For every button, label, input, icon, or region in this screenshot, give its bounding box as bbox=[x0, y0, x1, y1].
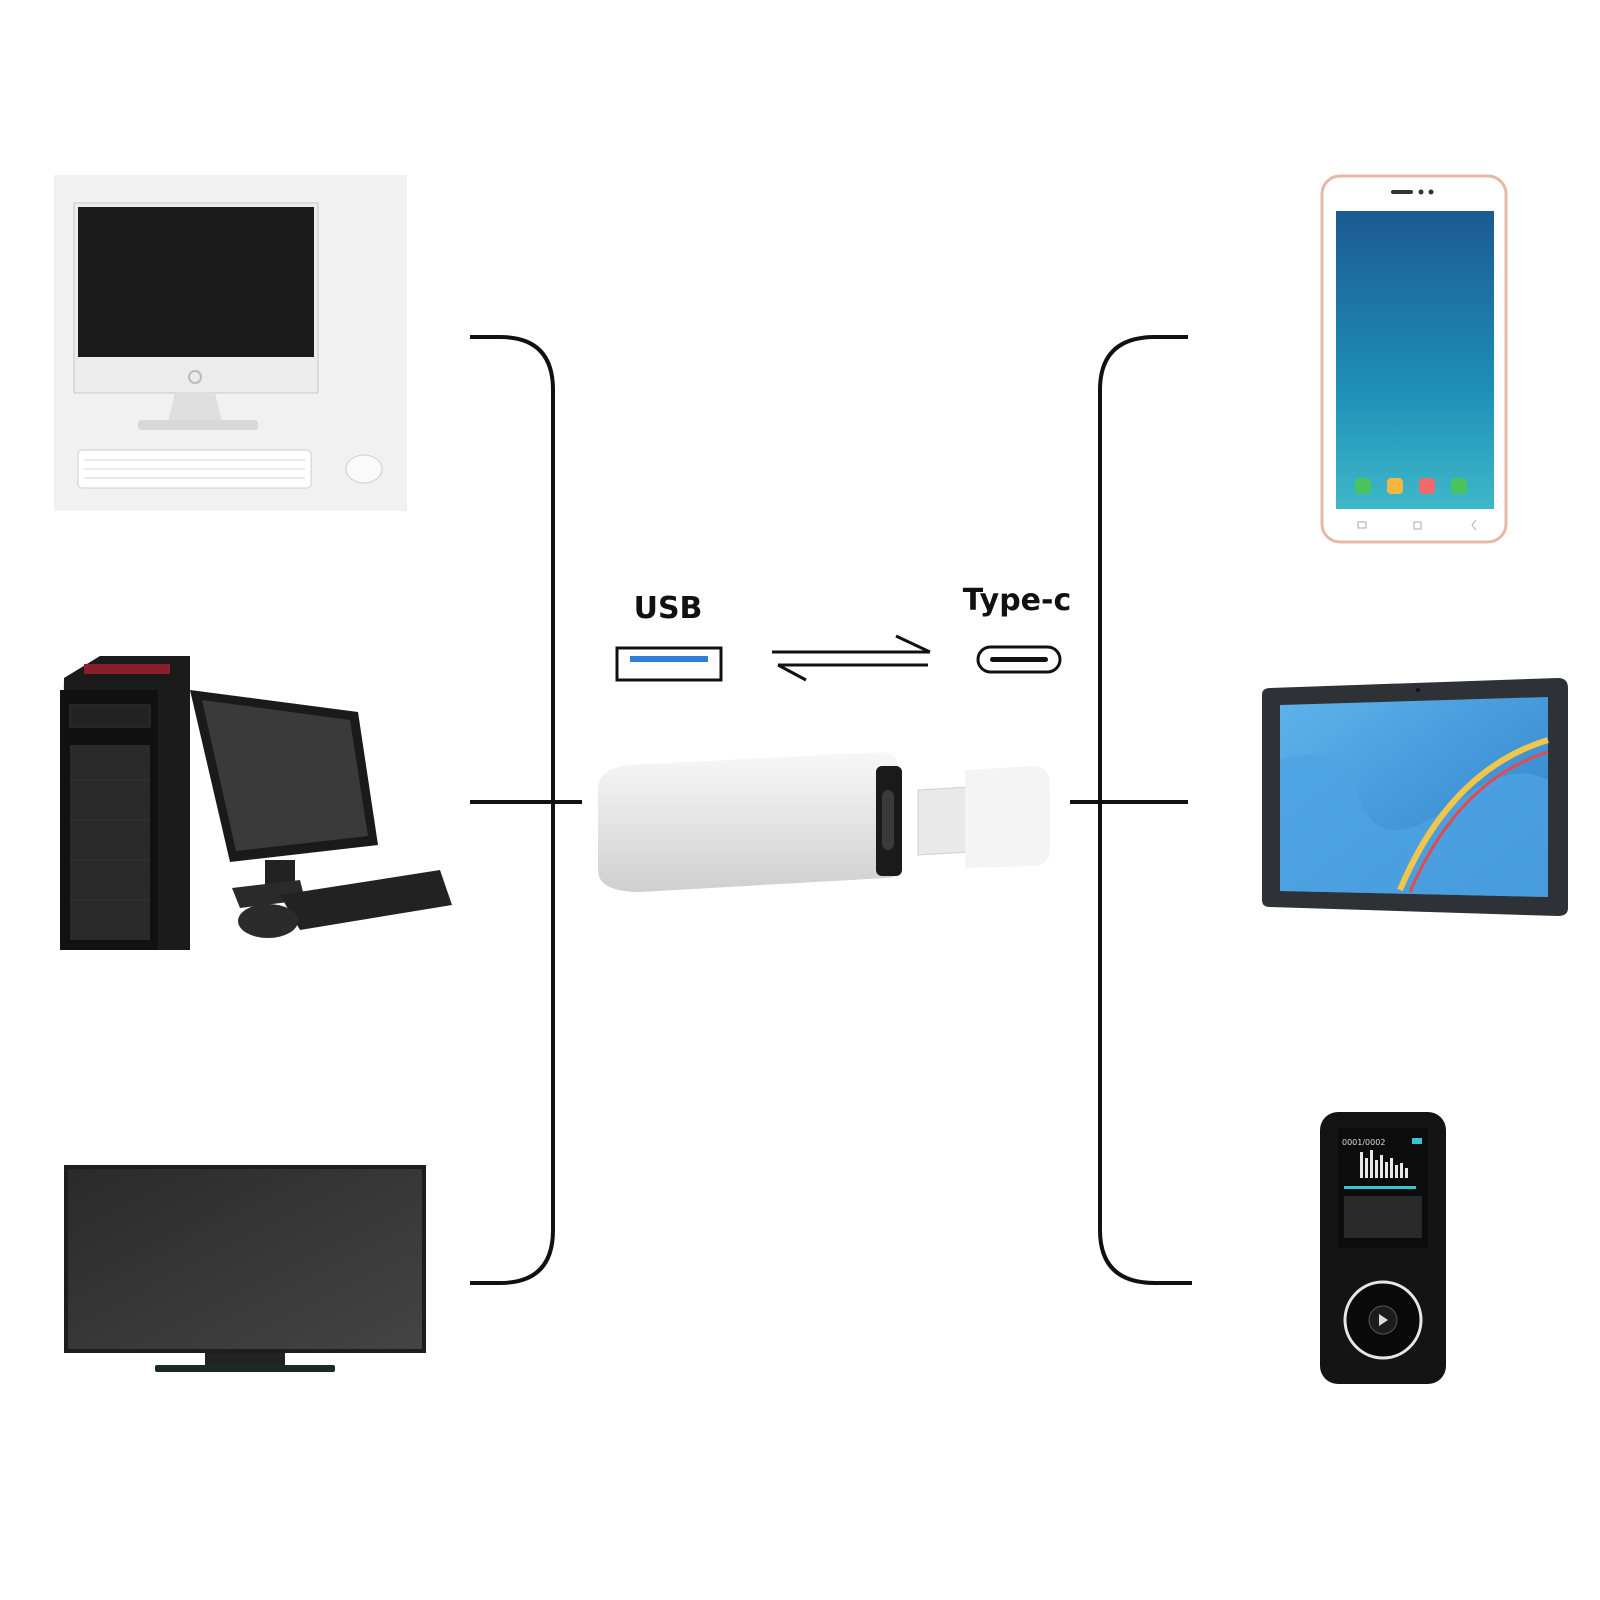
left-bracket bbox=[470, 335, 582, 1285]
typec-port-icon bbox=[976, 645, 1062, 674]
tower-pc-image bbox=[60, 656, 452, 950]
right-bracket bbox=[1070, 335, 1192, 1285]
usb-port-icon bbox=[615, 646, 723, 682]
smartphone-image bbox=[1320, 174, 1508, 544]
typec-label: Type-c bbox=[963, 583, 1072, 618]
mp3-track-counter: 0001/0002 bbox=[1342, 1138, 1385, 1147]
usb-label: USB bbox=[634, 591, 703, 626]
flat-tv-image bbox=[64, 1165, 426, 1372]
bidirectional-arrows-icon bbox=[772, 634, 931, 682]
desktop-computer-image bbox=[54, 175, 407, 511]
tablet-image bbox=[1262, 678, 1568, 916]
mp3-player-image: 0001/0002 bbox=[1320, 1112, 1446, 1384]
usb-to-typec-adapter-image bbox=[598, 752, 1050, 892]
